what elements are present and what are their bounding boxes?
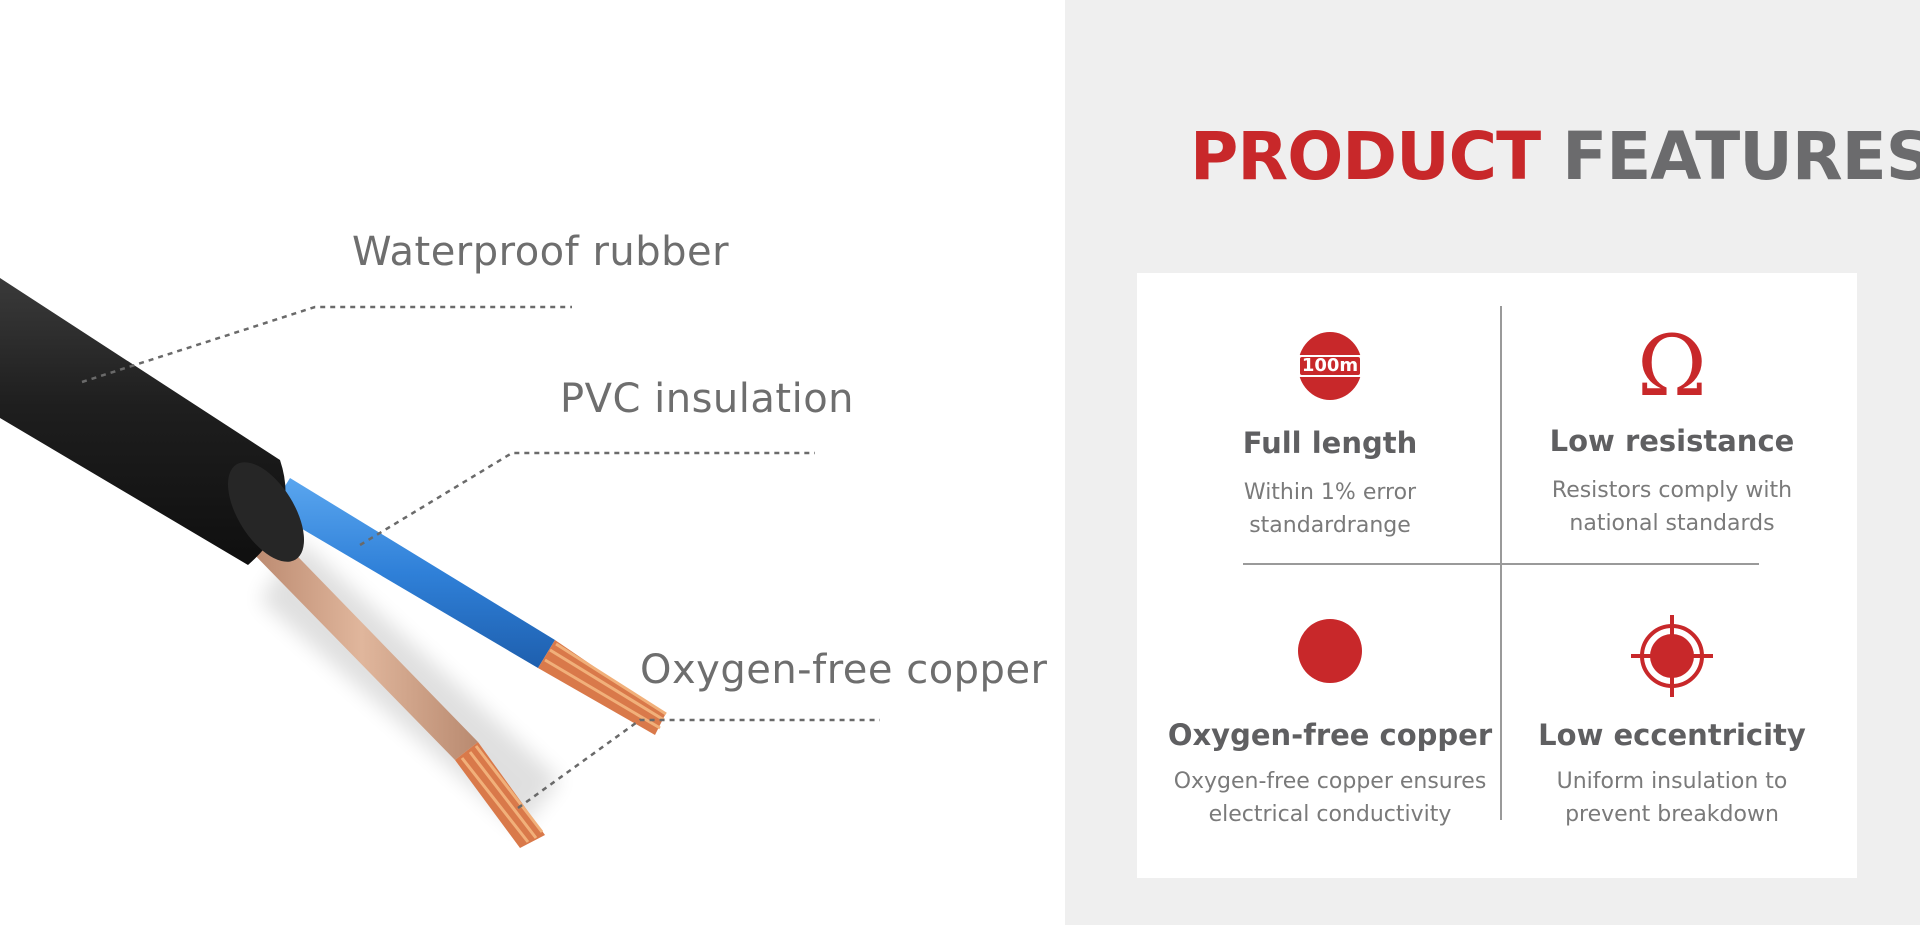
feature-desc-line2: electrical conductivity xyxy=(1208,802,1452,827)
100m-length-icon: 100m xyxy=(1297,331,1363,401)
heading-word-features: FEATURES xyxy=(1562,118,1920,195)
omega-icon: Ω xyxy=(1637,317,1707,415)
feature-title: Low eccentricity xyxy=(1538,718,1806,752)
blue-wire xyxy=(270,478,667,735)
feature-desc-line1: Resistors comply with xyxy=(1551,478,1793,503)
heading-word-product: PRODUCT xyxy=(1190,118,1541,195)
feature-oxygen-free-copper: Oxygen-free copper Oxygen-free copper en… xyxy=(1160,566,1500,827)
feature-desc-line1: Within 1% error xyxy=(1243,480,1417,505)
target-crosshair-icon xyxy=(1631,615,1713,697)
black-rubber-sheath xyxy=(0,278,305,565)
callout-oxygen-free-copper: Oxygen-free copper xyxy=(640,647,1048,693)
feature-desc-line1: Oxygen-free copper ensures xyxy=(1173,769,1487,794)
feature-desc-line2: standardrange xyxy=(1249,513,1411,538)
horizontal-divider xyxy=(1243,563,1759,565)
section-heading: PRODUCT FEATURES xyxy=(1190,118,1920,195)
callout-waterproof-rubber: Waterproof rubber xyxy=(352,229,730,275)
feature-low-resistance: Ω Low resistance Resistors comply with n… xyxy=(1502,306,1842,556)
callout-pvc-insulation: PVC insulation xyxy=(560,376,855,422)
feature-title: Low resistance xyxy=(1549,424,1795,458)
features-card xyxy=(1137,273,1857,878)
feature-low-eccentricity: Low eccentricity Uniform insulation to p… xyxy=(1502,566,1842,827)
feature-title: Full length xyxy=(1242,426,1418,460)
solid-circle-icon xyxy=(1298,619,1362,683)
100m-label: 100m xyxy=(1301,355,1359,376)
brown-wire xyxy=(245,528,545,848)
feature-title: Oxygen-free copper xyxy=(1167,718,1493,752)
cable-illustration-panel: Waterproof rubber PVC insulation Oxygen-… xyxy=(0,229,1048,848)
feature-desc-line2: prevent breakdown xyxy=(1565,802,1779,827)
cable-image xyxy=(0,278,880,848)
feature-desc-line1: Uniform insulation to xyxy=(1556,769,1788,794)
leader-lines xyxy=(81,305,880,810)
feature-desc-line2: national standards xyxy=(1569,511,1775,536)
feature-full-length: 100m Full length Within 1% error standar… xyxy=(1160,306,1500,556)
